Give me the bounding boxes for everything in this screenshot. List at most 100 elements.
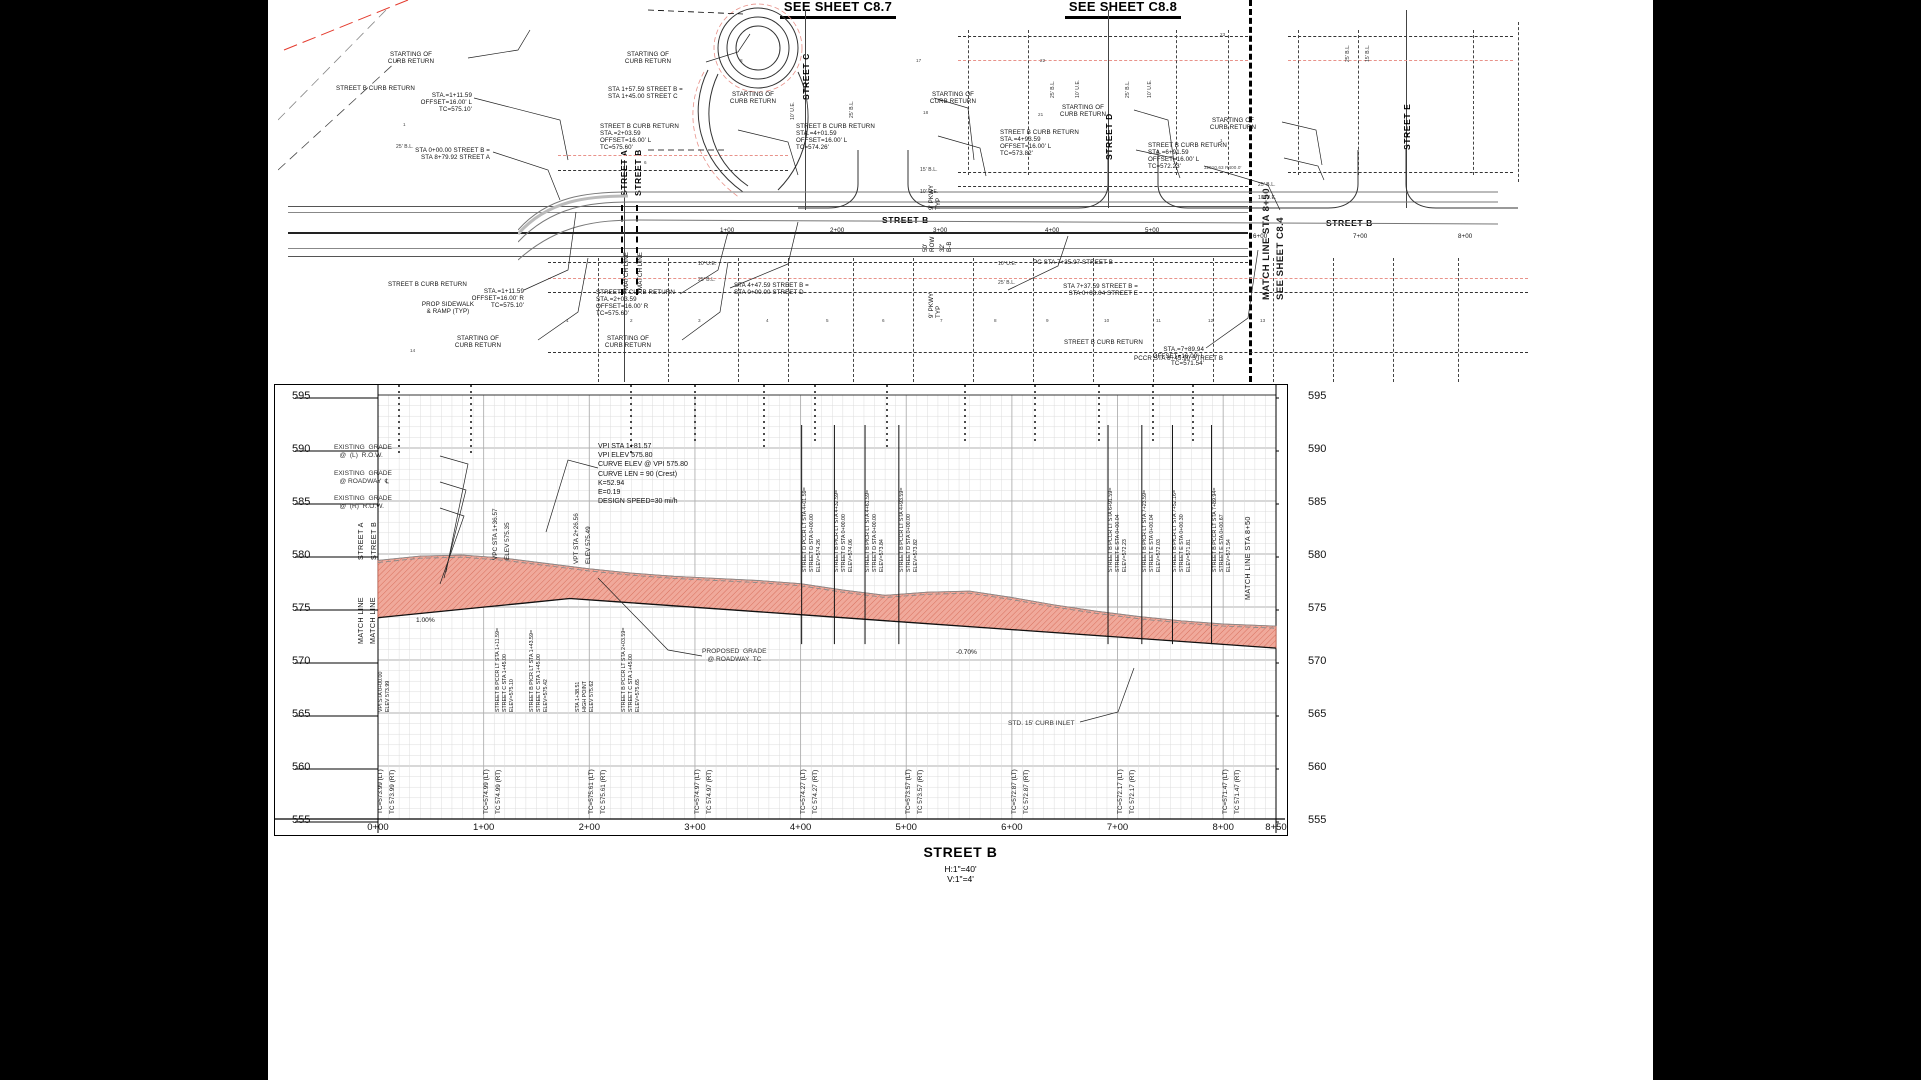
- curb-return-tc: TC=575.60': [596, 309, 629, 317]
- profile-match-line-2: MATCH LINE: [368, 597, 377, 644]
- lot-number: 1: [566, 318, 569, 323]
- station-callout-line: ELEV=571.81: [1186, 539, 1193, 572]
- curb-return-title: STREET B CURB RETURN: [796, 123, 875, 130]
- profile-grid: [275, 385, 1285, 833]
- annot-existing-grade-left-row: EXISTING GRADE @ (L) R.O.W.: [334, 444, 392, 460]
- curb-return-title: STREET B CURB RETURN: [600, 123, 679, 130]
- station-callout-line: ELEV=574.26: [815, 539, 822, 572]
- vpc-elev-label: ELEV 575.35: [504, 522, 511, 560]
- tc-elevation-label: TC=574.99 (LT): [482, 769, 490, 814]
- elevation-tick-right: 595: [1308, 390, 1327, 402]
- profile-scale-h: H:1"=40': [944, 864, 977, 874]
- curb-return-block-5: STREET B CURB RETURN STA.=6+91.59 OFFSET…: [1148, 142, 1284, 171]
- sheet-ref-c88-underline: [1065, 16, 1181, 19]
- plan-view: SEE SHEET C8.7 SEE SHEET C8.8 MATCH LINE…: [268, 0, 1653, 382]
- curb-return-tc: TC=575.10': [439, 105, 472, 113]
- curb-return-sta: STA.=2+03.59: [600, 129, 641, 137]
- station-callout-line: ELEV=572.03: [1155, 539, 1162, 572]
- cul-de-sac-geometry: [648, 3, 809, 199]
- vpc-sta-label: VPC STA 1+36.57: [492, 508, 499, 560]
- vpt-sta-label: VPT STA 2+26.56: [573, 513, 580, 564]
- curb-return-block-3: STREET B CURB RETURN STA.=4+01.59 OFFSET…: [796, 123, 932, 152]
- profile-title: STREET B H:1"=40' V:1"=4': [268, 844, 1653, 884]
- curb-return-sta: STA.=2+03.59: [596, 295, 637, 303]
- station-callout-line: ELEV=571.54: [1225, 539, 1232, 572]
- station-callout-line: ELEV 573.99: [385, 680, 391, 712]
- curb-return-tc: TC=572.23': [1148, 162, 1181, 170]
- station-tick: 4+00: [789, 822, 812, 833]
- bl-label-8: 25' B.L.: [998, 280, 1016, 286]
- lot-number: 23: [1220, 32, 1226, 37]
- curb-return-title: STREET B CURB RETURN: [1148, 142, 1227, 149]
- tc-elevation-label: TC=572.17 (LT): [1116, 769, 1124, 814]
- elevation-tick-right: 555: [1308, 814, 1327, 826]
- callout-starting-curb-return-2: STARTING OF CURB RETURN: [624, 51, 672, 65]
- curb-return-sta: STA.=4+93.59: [1000, 135, 1041, 143]
- ue-label-6: 10' U.E.: [1258, 195, 1277, 201]
- station-callout-line: STREET D PCCR LT STA 4+01.59=: [801, 487, 808, 572]
- curb-return-offset: OFFSET=16.00' R: [596, 302, 649, 310]
- lot-number: 6: [882, 318, 885, 323]
- lot-number: 7: [940, 318, 943, 323]
- curb-return-block-2: STREET B CURB RETURN STA.=2+03.59 OFFSET…: [600, 123, 736, 152]
- tc-elevation-label: TC 574.27 (RT): [811, 769, 819, 814]
- station-tick: 6+00: [1001, 822, 1023, 833]
- callout-starting-curb-return-5: STARTING OF CURB RETURN: [1059, 104, 1107, 118]
- elevation-tick-right: 590: [1308, 443, 1327, 455]
- ue-label-8: 10' U.E.: [998, 261, 1017, 267]
- elevation-tick-left: 590: [292, 443, 311, 455]
- elevation-tick-left: 575: [292, 602, 311, 614]
- street-d-centerline: [1108, 10, 1109, 208]
- profile-scale-v: V:1"=4': [947, 874, 974, 884]
- sheet-ref-c88: SEE SHEET C8.8: [1068, 0, 1178, 14]
- lot-number: 18: [923, 110, 929, 115]
- profile-top-ticks: [398, 385, 1194, 455]
- profile-leaders: [439, 455, 1135, 723]
- elevation-tick-left: 595: [292, 390, 311, 402]
- curb-return-offset: OFFSET=16.00' L: [1152, 352, 1204, 360]
- curb-return-tc: TC=574.26': [796, 143, 829, 151]
- callout-starting-curb-return-7: STARTING OF CURB RETURN: [604, 335, 652, 349]
- plan-station-8-00: 8+00: [1458, 233, 1473, 240]
- curb-return-offset: OFFSET=16.00' L: [1148, 155, 1200, 163]
- tc-elevation-label: TC=573.99 (LT): [377, 769, 384, 814]
- station-callout-line: ELEV=572.23: [1122, 539, 1129, 572]
- bl-label-2: 15' B.L.: [920, 167, 938, 173]
- vpt-elev-label: ELEV 575.49: [585, 526, 592, 564]
- sheet-ref-c87: SEE SHEET C8.7: [783, 0, 893, 14]
- profile-match-line-right: MATCH LINE STA 8+50: [1243, 516, 1252, 600]
- elevation-tick-left: 580: [292, 549, 311, 561]
- plan-station-2-00: 2+00: [830, 227, 845, 234]
- tc-elevation-label: TC 572.17 (RT): [1128, 769, 1136, 814]
- curb-return-block-8: STREET B CURB RETURN STA.=7+89.94 OFFSET…: [1064, 339, 1204, 368]
- station-callout-line: ELEV=574.06: [848, 539, 855, 572]
- curb-return-title: STREET B CURB RETURN: [388, 281, 467, 288]
- curb-return-offset: OFFSET=16.00' L: [1000, 142, 1052, 150]
- station-callout-line: ELEV 575.62: [588, 680, 595, 712]
- curb-return-block-4: STREET B CURB RETURN STA.=4+93.59 OFFSET…: [1000, 129, 1136, 158]
- tc-elevation-label: TC 573.57 (RT): [917, 769, 925, 814]
- plan-station-1-00: 1+00: [720, 227, 735, 234]
- lot-number: 5: [826, 318, 829, 323]
- station-callout-line: VPI STA 0+00.00: [378, 671, 384, 712]
- curb-return-tc: TC=575.60': [600, 143, 633, 151]
- lot-number: 6: [644, 160, 647, 165]
- annot-existing-grade-right-row: EXISTING GRADE @ (R) R.O.W.: [334, 495, 392, 511]
- curb-return-sta: STA.=1+11.59: [431, 91, 472, 99]
- plan-station-6-00: 6+00: [1253, 233, 1268, 240]
- station-tick: 7+00: [1106, 822, 1129, 833]
- lot-number: 10: [1104, 318, 1110, 323]
- sta-equation-5: PC STA 7+35.97 STREET B: [1033, 259, 1113, 266]
- elevation-tick-left: 555: [292, 814, 311, 826]
- station-callout-line: STREET B PICR LT STA 4+61.59=: [865, 489, 872, 572]
- curb-return-title: STREET B CURB RETURN: [1064, 339, 1143, 346]
- redline-geometry: [278, 0, 409, 171]
- tc-elevation-label: TC 571.47 (RT): [1234, 769, 1242, 814]
- callout-starting-curb-return-4: STARTING OF CURB RETURN: [929, 91, 977, 105]
- station-callout-line: STREET E STA 0+00.04: [1115, 514, 1122, 572]
- street-b-row-top: [288, 206, 1248, 207]
- station-callout-line: STREET C STA 1+45.00: [502, 654, 509, 712]
- elevation-tick-right: 570: [1308, 655, 1327, 667]
- roadway-curb-geometry: [518, 191, 1499, 261]
- lot-number: 13: [1260, 318, 1266, 323]
